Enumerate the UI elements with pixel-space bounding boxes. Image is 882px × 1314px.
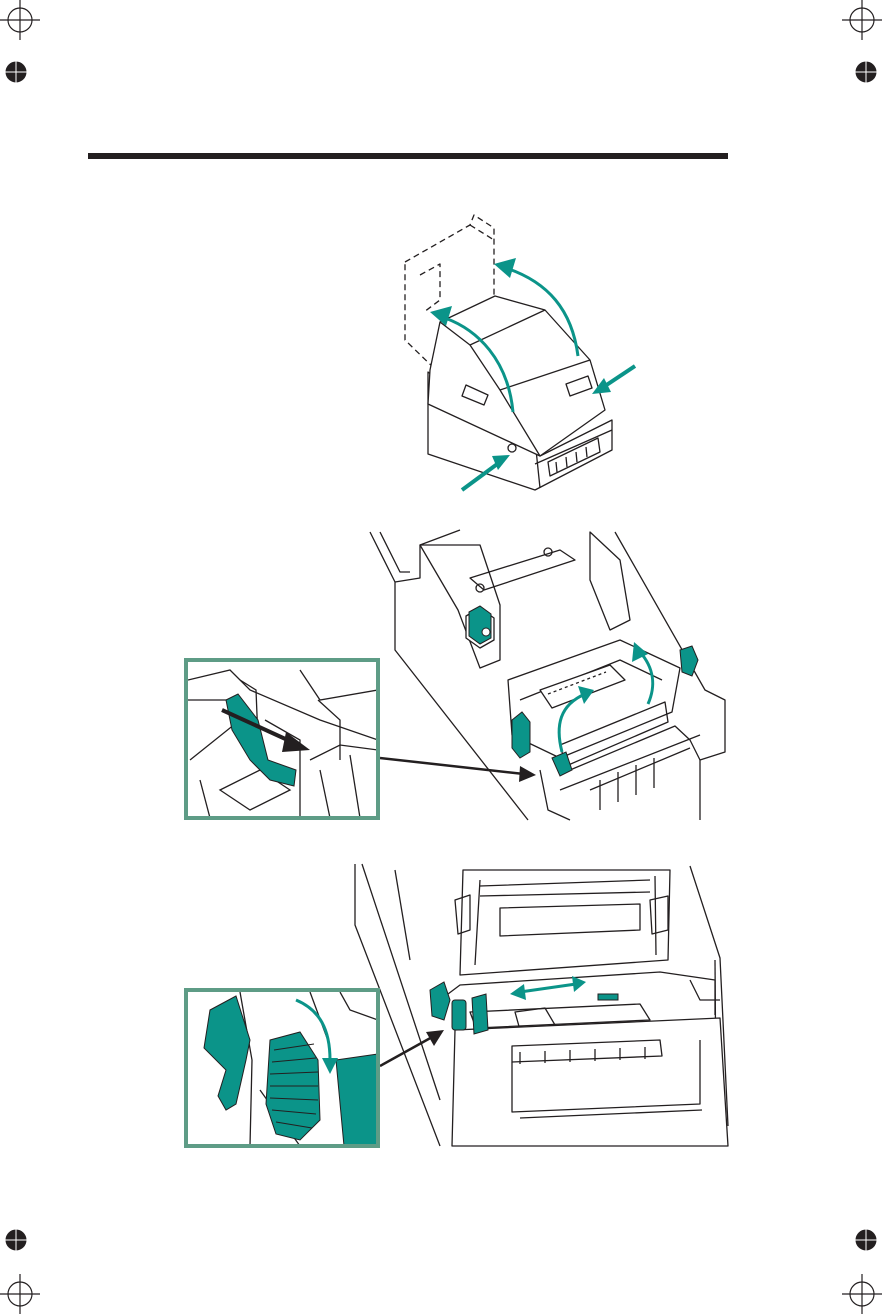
printer-media-guides-icon (355, 864, 728, 1146)
inset-guide-detail (186, 990, 378, 1146)
inset-roller-icon (336, 1054, 378, 1146)
